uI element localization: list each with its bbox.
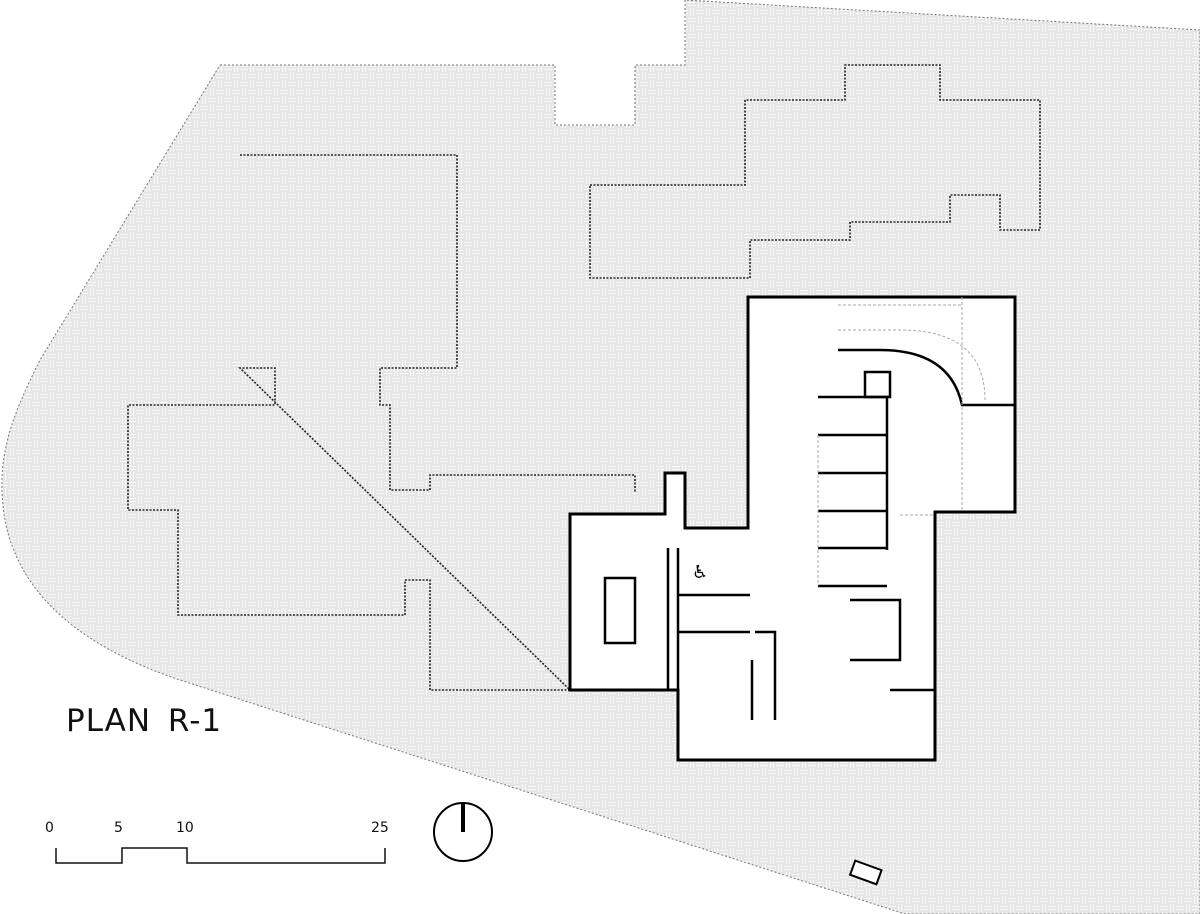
stair-lines <box>817 297 986 586</box>
building-outline-right <box>589 64 1041 279</box>
interior-walls <box>603 348 1015 720</box>
scale-bar <box>55 847 386 864</box>
scale-label-10: 10 <box>176 820 194 836</box>
accessible-icon: ♿ <box>692 562 708 583</box>
basement-floor <box>568 295 1017 762</box>
scale-label-0: 0 <box>45 820 54 836</box>
site-element <box>848 859 883 886</box>
scale-label-25: 25 <box>371 820 389 836</box>
building-outline-left <box>127 154 636 691</box>
scale-label-5: 5 <box>114 820 123 836</box>
north-arrow-icon <box>433 802 493 862</box>
plan-title: PLAN R-1 <box>66 703 223 739</box>
